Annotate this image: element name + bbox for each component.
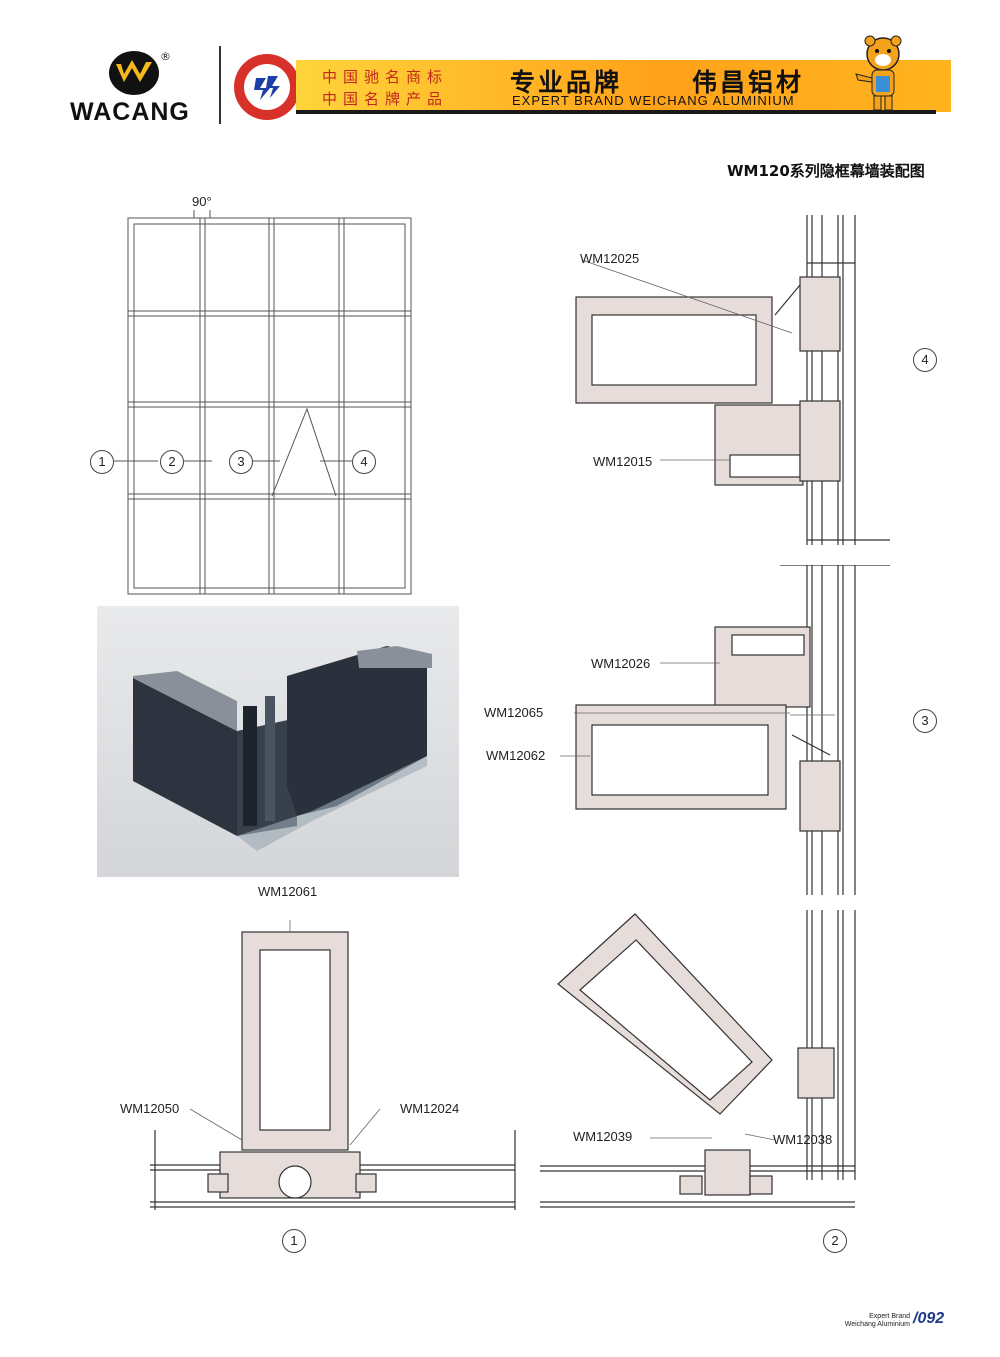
elevation-marker-2: 2 — [160, 450, 184, 474]
brand-banner — [296, 60, 951, 112]
part-label-wm12026: WM12026 — [591, 656, 651, 671]
part-label-wm12062: WM12062 — [486, 748, 546, 763]
detail-marker-1: 1 — [282, 1229, 306, 1253]
brand-slogan-cn-2: 伟昌铝材 — [692, 68, 805, 97]
elevation-marker-1: 1 — [90, 450, 114, 474]
page-number: /092 — [913, 1310, 945, 1327]
footer-line-1: Expert Brand — [869, 1313, 910, 1320]
detail-2-section — [540, 910, 856, 1208]
detail-3-section — [560, 565, 890, 895]
part-label-wm12025: WM12025 — [580, 251, 640, 266]
detail-marker-2: 2 — [823, 1229, 847, 1253]
header-divider — [219, 46, 221, 124]
part-label-wm12039: WM12039 — [573, 1129, 633, 1144]
registered-mark: ® — [160, 50, 171, 63]
elevation-diagram — [114, 210, 412, 595]
part-label-wm12065: WM12065 — [484, 705, 544, 720]
famous-brand-product-text: 中国名牌产品 — [322, 90, 449, 108]
part-label-wm12061: WM12061 — [258, 884, 318, 899]
elevation-marker-4: 4 — [352, 450, 376, 474]
detail-marker-4: 4 — [913, 348, 937, 372]
brand-slogan-cn-1: 专业品牌 — [510, 68, 623, 97]
logo-text: WACANG — [70, 98, 190, 126]
famous-trademark-text: 中国驰名商标 — [322, 68, 449, 86]
corner-profile-render — [133, 646, 432, 851]
elevation-marker-3: 3 — [229, 450, 253, 474]
part-label-wm12024: WM12024 — [400, 1101, 460, 1116]
detail-1-section — [150, 920, 516, 1210]
china-top-brand-seal-icon — [234, 54, 300, 120]
part-label-wm12015: WM12015 — [593, 454, 653, 469]
detail-marker-3: 3 — [913, 709, 937, 733]
product-photo — [97, 606, 459, 877]
footer-line-2: Weichang Aluminium — [844, 1321, 910, 1328]
detail-4-section — [575, 215, 890, 545]
page-title: WM120系列隐框幕墙装配图 — [727, 162, 925, 180]
brand-slogan-en: EXPERT BRAND WEICHANG ALUMINIUM — [512, 93, 795, 108]
tiger-mascot-icon — [855, 35, 902, 111]
footer-brand: Expert Brand Weichang Aluminium — [830, 1313, 910, 1329]
part-label-wm12038: WM12038 — [773, 1132, 833, 1147]
banner-underline — [296, 110, 936, 114]
part-label-wm12050: WM12050 — [120, 1101, 180, 1116]
wacang-logo-icon — [109, 51, 159, 95]
angle-label: 90° — [192, 194, 212, 209]
